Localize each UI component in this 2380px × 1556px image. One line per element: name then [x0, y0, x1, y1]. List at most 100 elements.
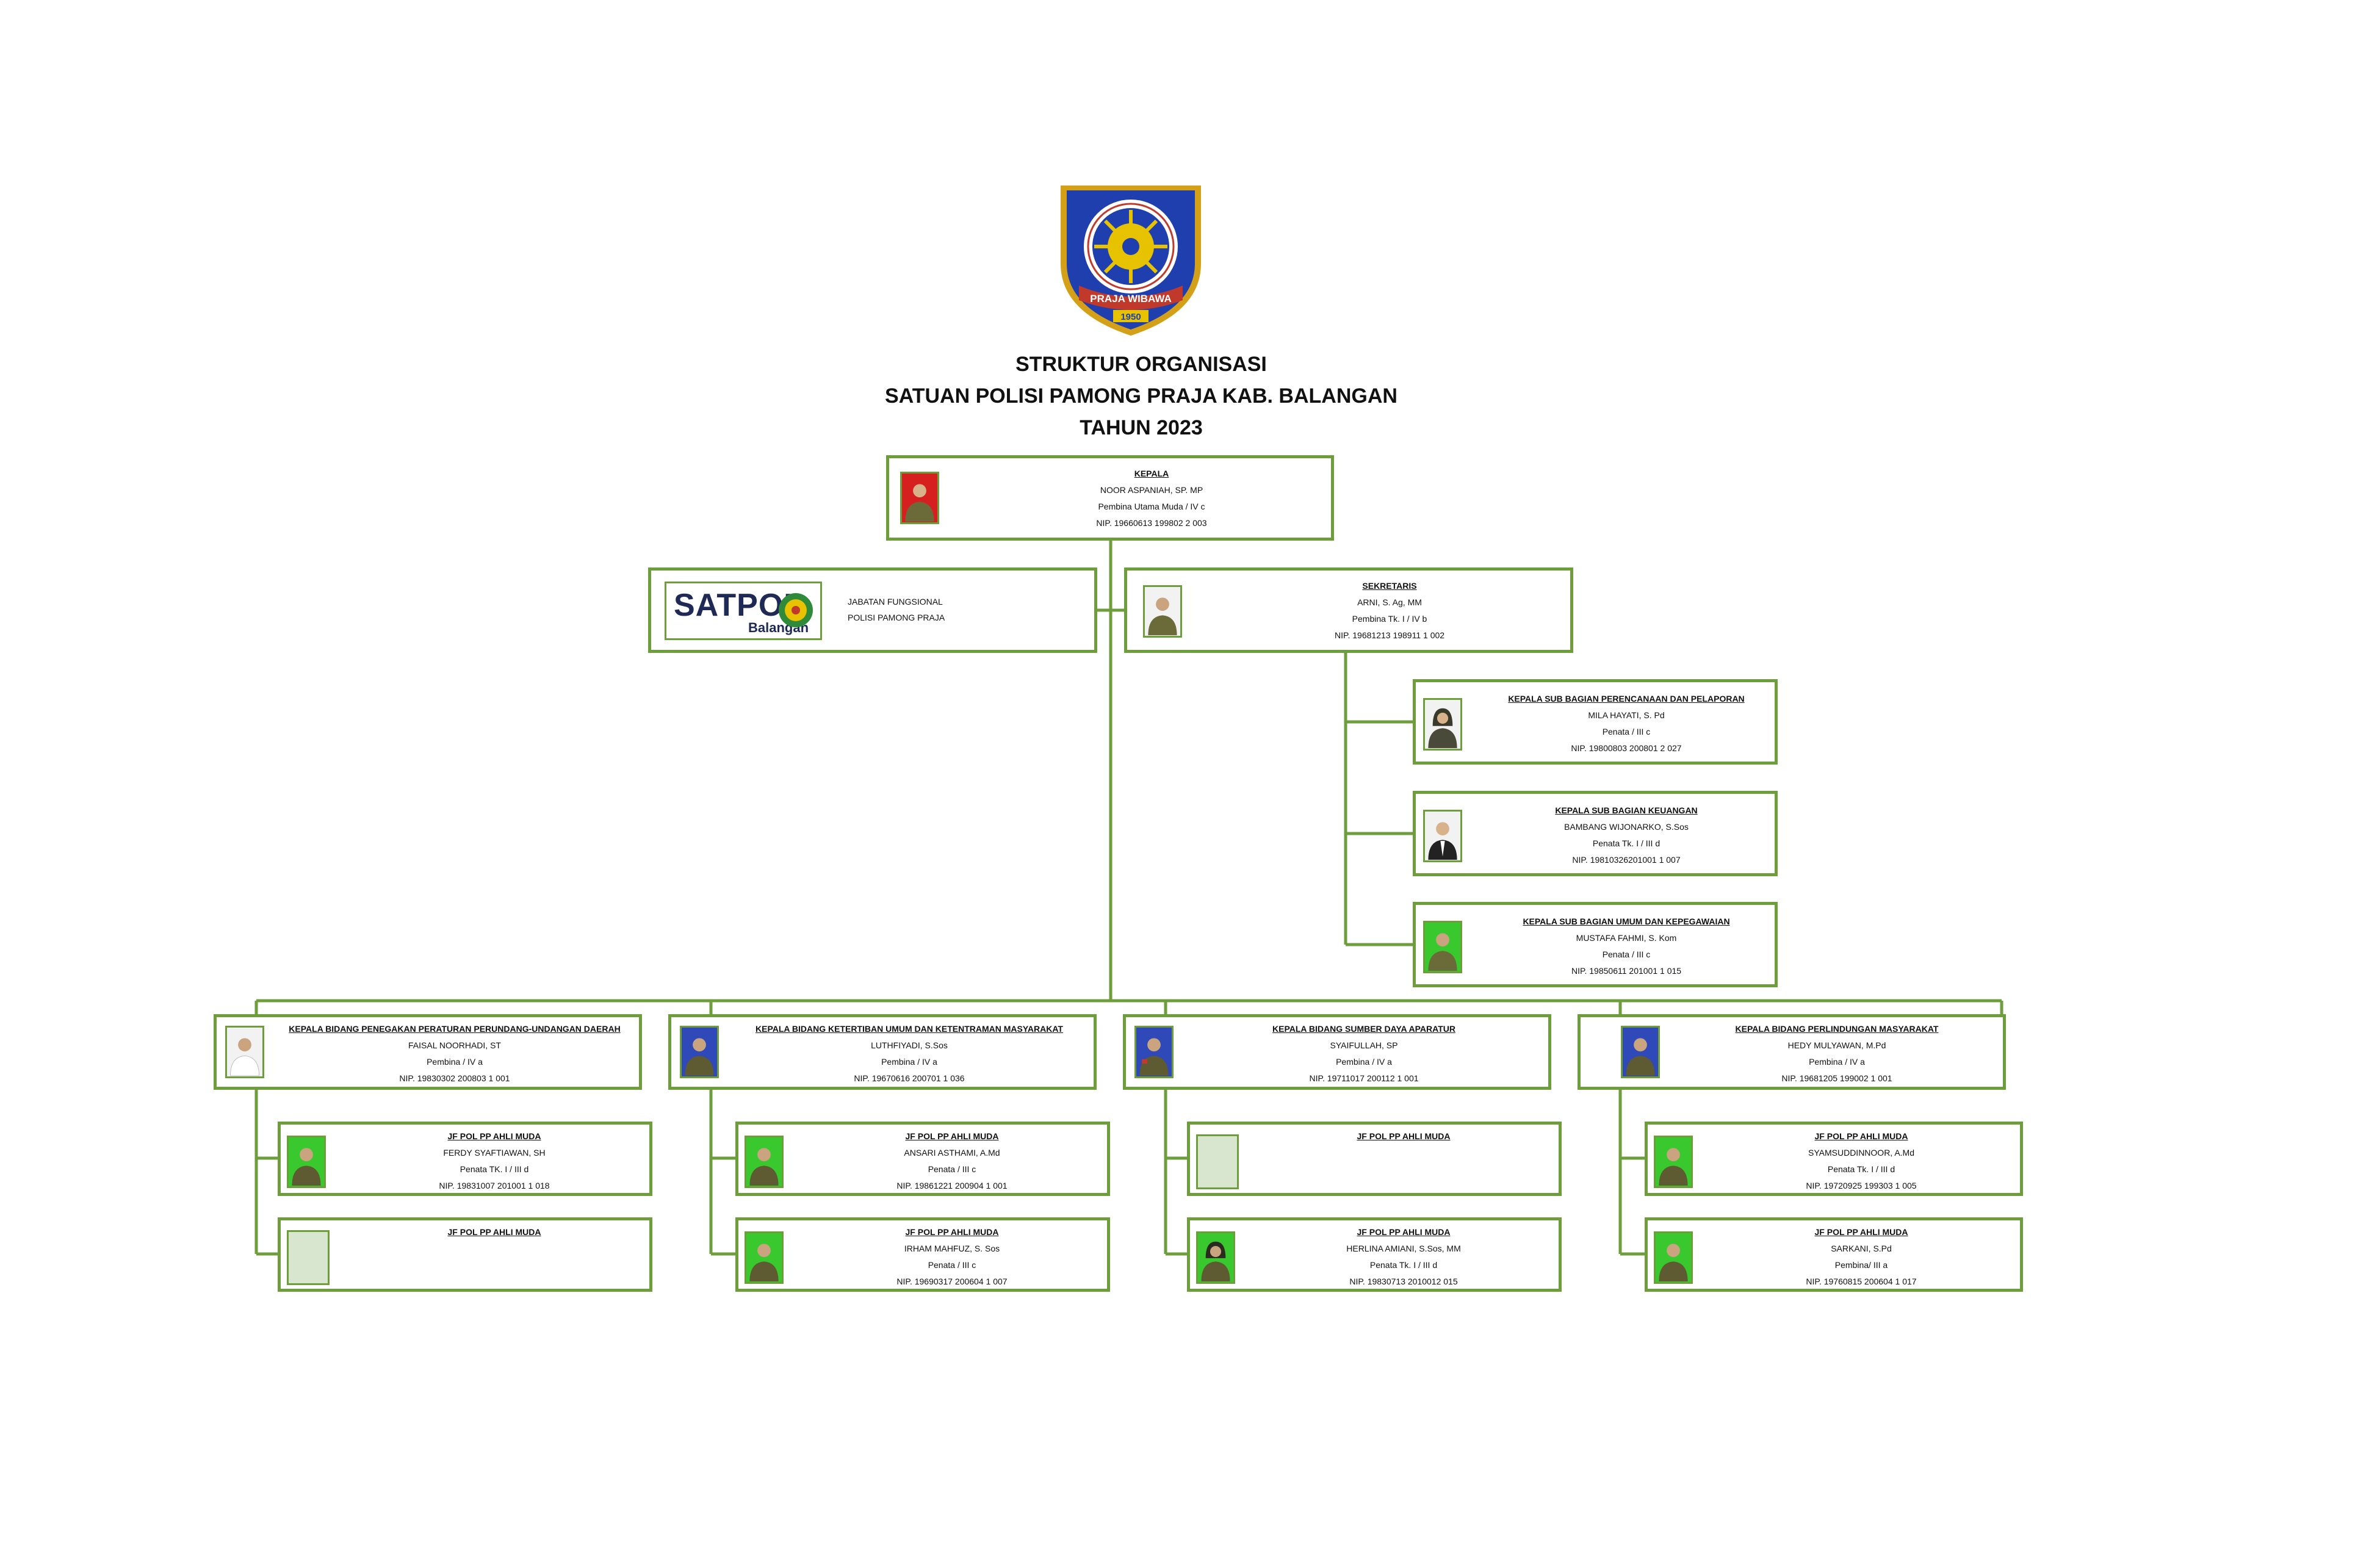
portrait-photo: [225, 1026, 264, 1078]
node-rank: Pembina Tk. I / IV b: [1352, 614, 1427, 624]
node-nip: NIP. 19681213 198911 1 002: [1334, 630, 1445, 640]
node-subbagian-perencanaan: KEPALA SUB BAGIAN PERENCANAAN DAN PELAPO…: [1413, 679, 1778, 765]
node-nip: NIP. 19830713 2010012 015: [1349, 1277, 1458, 1286]
node-role: JF POL PP AHLI MUDA: [447, 1227, 541, 1237]
chart-title-line-1: STRUKTUR ORGANISASI: [1015, 353, 1267, 376]
node-nip: NIP. 19711017 200112 1 001: [1309, 1073, 1419, 1083]
node-nip: NIP. 19830302 200803 1 001: [399, 1073, 510, 1083]
node-nip: NIP. 19831007 201001 1 018: [439, 1181, 550, 1190]
node-nip: NIP. 19850611 201001 1 015: [1571, 966, 1682, 976]
portrait-photo: [745, 1136, 784, 1188]
node-bidang-perlindungan-masyarakat: KEPALA BIDANG PERLINDUNGAN MASYARAKAT HE…: [1578, 1014, 2006, 1090]
node-jabatan-fungsional: SATPOL Balangan JABATAN FUNGSIONAL POLIS…: [648, 567, 1097, 653]
chart-title-line-3: TAHUN 2023: [1080, 416, 1203, 439]
node-role: JF POL PP AHLI MUDA: [1357, 1131, 1451, 1141]
satpol-balangan-logo: SATPOL Balangan: [665, 582, 822, 640]
satpol-pp-emblem: PRAJA WIBAWA 1950: [1055, 172, 1207, 338]
node-rank: Penata / III c: [928, 1260, 976, 1270]
node-role: KEPALA SUB BAGIAN PERENCANAAN DAN PELAPO…: [1508, 694, 1745, 704]
portrait-photo: [745, 1231, 784, 1284]
node-nip: NIP. 19720925 199303 1 005: [1806, 1181, 1917, 1190]
node-name: MILA HAYATI, S. Pd: [1588, 710, 1665, 720]
node-rank: Penata Tk. I / III d: [1827, 1164, 1895, 1174]
node-subbagian-umum-kepegawaian: KEPALA SUB BAGIAN UMUM DAN KEPEGAWAIAN M…: [1413, 902, 1778, 987]
portrait-photo: [1423, 698, 1462, 751]
node-name: SYAIFULLAH, SP: [1330, 1040, 1398, 1050]
node-name: ARNI, S. Ag, MM: [1357, 597, 1422, 607]
portrait-photo: [680, 1026, 719, 1078]
portrait-placeholder: [287, 1230, 330, 1285]
node-staff-bidang-3-2: JF POL PP AHLI MUDA SARKANI, S.Pd Pembin…: [1645, 1217, 2023, 1292]
node-name: MUSTAFA FAHMI, S. Kom: [1576, 933, 1677, 943]
node-name: BAMBANG WIJONARKO, S.Sos: [1564, 822, 1689, 832]
node-role: JF POL PP AHLI MUDA: [1814, 1131, 1908, 1141]
node-bidang-sumber-daya-aparatur: KEPALA BIDANG SUMBER DAYA APARATUR SYAIF…: [1123, 1014, 1551, 1090]
portrait-photo: [1621, 1026, 1660, 1078]
node-rank: Penata / III c: [1602, 949, 1651, 959]
node-staff-bidang-1-2: JF POL PP AHLI MUDA IRHAM MAHFUZ, S. Sos…: [735, 1217, 1110, 1292]
node-staff-bidang-3-1: JF POL PP AHLI MUDA SYAMSUDDINNOOR, A.Md…: [1645, 1122, 2023, 1196]
node-role: KEPALA: [1134, 469, 1169, 478]
node-name: SARKANI, S.Pd: [1831, 1244, 1892, 1253]
node-name: IRHAM MAHFUZ, S. Sos: [904, 1244, 1000, 1253]
node-nip: NIP. 19760815 200604 1 017: [1806, 1277, 1917, 1286]
node-staff-bidang-1-1: JF POL PP AHLI MUDA ANSARI ASTHAMI, A.Md…: [735, 1122, 1110, 1196]
node-nip: NIP. 19690317 200604 1 007: [896, 1277, 1008, 1286]
node-role: KEPALA SUB BAGIAN UMUM DAN KEPEGAWAIAN: [1523, 917, 1730, 926]
node-rank: Penata / III c: [1602, 727, 1651, 737]
node-role: KEPALA BIDANG KETERTIBAN UMUM DAN KETENT…: [755, 1024, 1063, 1034]
node-role: JF POL PP AHLI MUDA: [1814, 1227, 1908, 1237]
node-bidang-ketertiban-umum: KEPALA BIDANG KETERTIBAN UMUM DAN KETENT…: [668, 1014, 1097, 1090]
node-staff-bidang-2-1: JF POL PP AHLI MUDA: [1187, 1122, 1562, 1196]
portrait-photo: [1134, 1026, 1174, 1078]
node-rank: Pembina / IV a: [1809, 1057, 1865, 1067]
node-role: JF POL PP AHLI MUDA: [905, 1131, 999, 1141]
node-name: SYAMSUDDINNOOR, A.Md: [1808, 1148, 1914, 1158]
node-nip: NIP. 19670616 200701 1 036: [854, 1073, 965, 1083]
node-staff-bidang-0-2: JF POL PP AHLI MUDA: [278, 1217, 652, 1292]
node-rank: Penata / III c: [928, 1164, 976, 1174]
node-role: JF POL PP AHLI MUDA: [1357, 1227, 1451, 1237]
node-rank: Pembina / IV a: [427, 1057, 483, 1067]
portrait-photo: [1196, 1231, 1235, 1284]
fungsional-line-1: JABATAN FUNGSIONAL: [848, 597, 943, 607]
node-rank: Pembina / IV a: [881, 1057, 937, 1067]
node-rank: Penata Tk. I / III d: [1369, 1260, 1438, 1270]
node-name: ANSARI ASTHAMI, A.Md: [904, 1148, 1000, 1158]
node-nip: NIP. 19681205 199002 1 001: [1781, 1073, 1892, 1083]
node-rank: Pembina/ III a: [1834, 1260, 1888, 1270]
node-nip: NIP. 19800803 200801 2 027: [1571, 743, 1682, 753]
fungsional-line-2: POLISI PAMONG PRAJA: [848, 613, 945, 622]
node-name: LUTHFIYADI, S.Sos: [871, 1040, 948, 1050]
node-kepala: KEPALA NOOR ASPANIAH, SP. MP Pembina Uta…: [886, 455, 1334, 541]
node-rank: Penata Tk. I / III d: [1592, 838, 1661, 848]
portrait-photo: [287, 1136, 326, 1188]
svg-text:1950: 1950: [1120, 312, 1141, 322]
node-nip: NIP. 19660613 199802 2 003: [1096, 518, 1207, 528]
portrait-photo: [900, 472, 939, 524]
node-role: KEPALA SUB BAGIAN KEUANGAN: [1555, 805, 1698, 815]
node-bidang-penegakan-perda: KEPALA BIDANG PENEGAKAN PERATURAN PERUND…: [214, 1014, 642, 1090]
portrait-photo: [1143, 585, 1182, 638]
svg-text:PRAJA WIBAWA: PRAJA WIBAWA: [1090, 293, 1172, 304]
node-role: KEPALA BIDANG SUMBER DAYA APARATUR: [1272, 1024, 1455, 1034]
node-rank: Pembina Utama Muda / IV c: [1098, 502, 1205, 511]
node-role: JF POL PP AHLI MUDA: [447, 1131, 541, 1141]
node-rank: Pembina / IV a: [1336, 1057, 1392, 1067]
chart-title-line-2: SATUAN POLISI PAMONG PRAJA KAB. BALANGAN: [885, 384, 1397, 408]
node-sekretaris: SEKRETARIS ARNI, S. Ag, MM Pembina Tk. I…: [1124, 567, 1573, 653]
node-name: HERLINA AMIANI, S.Sos, MM: [1346, 1244, 1461, 1253]
node-name: FAISAL NOORHADI, ST: [408, 1040, 501, 1050]
node-name: NOOR ASPANIAH, SP. MP: [1100, 485, 1203, 495]
node-role: KEPALA BIDANG PENEGAKAN PERATURAN PERUND…: [289, 1024, 621, 1034]
node-role: JF POL PP AHLI MUDA: [905, 1227, 999, 1237]
node-role: SEKRETARIS: [1362, 581, 1417, 591]
portrait-photo: [1654, 1231, 1693, 1284]
portrait-placeholder: [1196, 1134, 1239, 1189]
portrait-photo: [1423, 921, 1462, 973]
portrait-photo: [1654, 1136, 1693, 1188]
node-name: FERDY SYAFTIAWAN, SH: [443, 1148, 546, 1158]
node-staff-bidang-0-1: JF POL PP AHLI MUDA FERDY SYAFTIAWAN, SH…: [278, 1122, 652, 1196]
node-name: HEDY MULYAWAN, M.Pd: [1787, 1040, 1886, 1050]
